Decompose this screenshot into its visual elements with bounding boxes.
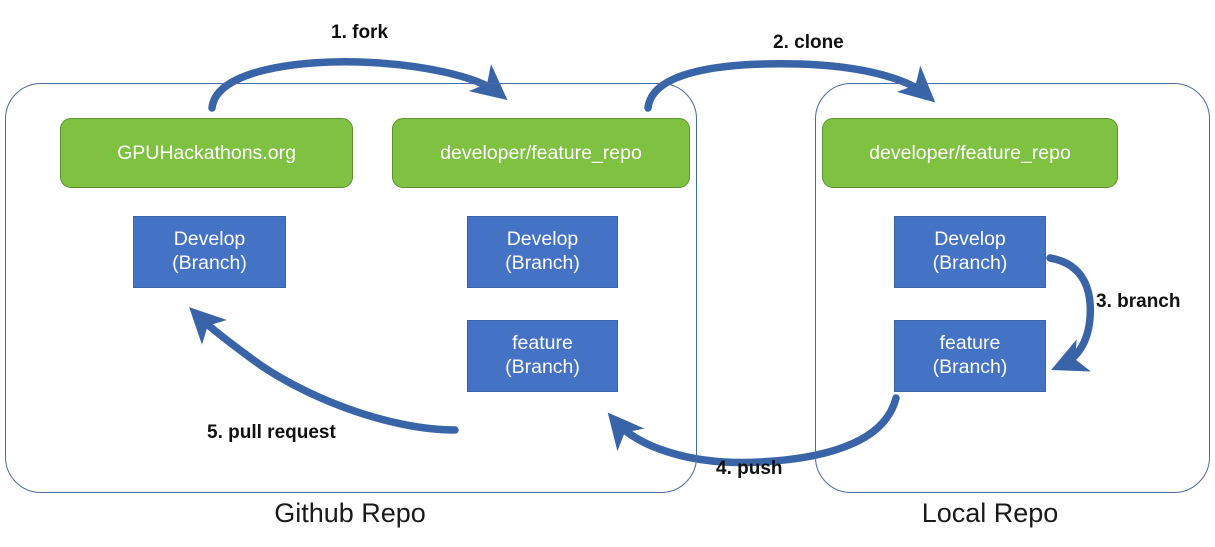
step-label-push: 4. push — [716, 458, 783, 479]
github-repo-caption: Github Repo — [274, 498, 426, 528]
branch-line2: (Branch) — [505, 356, 580, 378]
step-label-clone: 2. clone — [773, 32, 844, 53]
branch-line1: feature — [939, 332, 1001, 355]
branch-box-upstream-develop[interactable]: Develop (Branch) — [133, 216, 286, 288]
branch-box-local-develop[interactable]: Develop (Branch) — [894, 216, 1046, 288]
repo-box-fork-feature-repo[interactable]: developer/feature_repo — [392, 118, 690, 188]
branch-line2: (Branch) — [172, 252, 247, 274]
repo-box-local-feature-repo[interactable]: developer/feature_repo — [822, 118, 1118, 188]
branch-box-fork-feature[interactable]: feature (Branch) — [467, 320, 618, 392]
step-label-fork: 1. fork — [331, 22, 389, 43]
branch-line1: Develop — [934, 228, 1006, 251]
branch-box-fork-develop[interactable]: Develop (Branch) — [467, 216, 618, 288]
github-repo-container — [5, 83, 697, 493]
branch-line1: feature — [512, 332, 573, 355]
branch-line2: (Branch) — [932, 252, 1008, 274]
local-repo-caption: Local Repo — [921, 498, 1059, 528]
branch-box-local-feature[interactable]: feature (Branch) — [894, 320, 1046, 392]
repo-box-gpuhackathons[interactable]: GPUHackathons.org — [60, 118, 353, 188]
step-label-branch: 3. branch — [1096, 291, 1181, 312]
step-label-pull-request: 5. pull request — [207, 422, 336, 443]
branch-line1: Develop — [506, 228, 579, 251]
local-repo-container — [815, 83, 1210, 493]
branch-line2: (Branch) — [505, 252, 580, 274]
branch-line1: Develop — [173, 228, 246, 251]
branch-line2: (Branch) — [932, 356, 1008, 378]
